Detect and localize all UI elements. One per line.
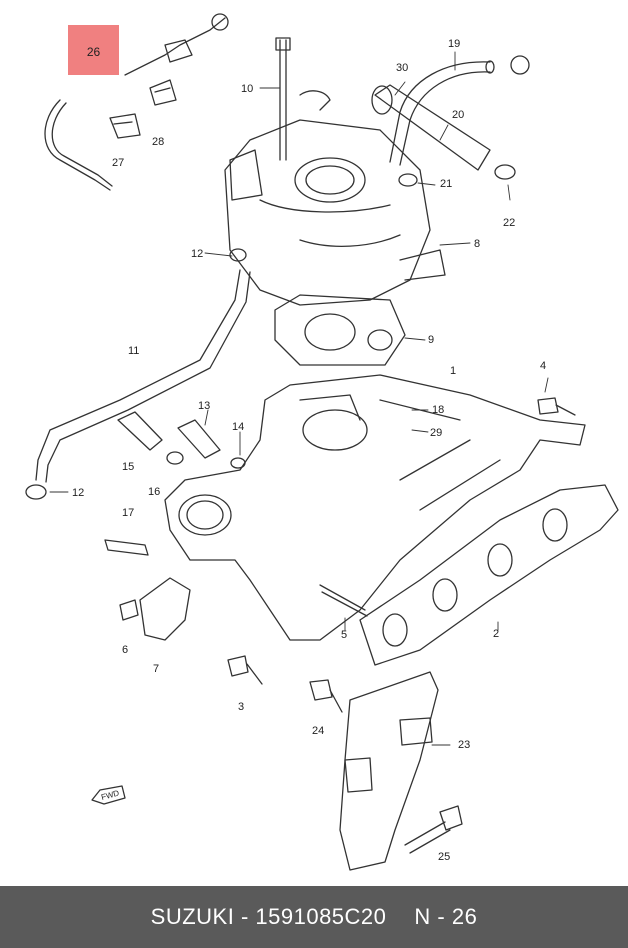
callout-6: 6 (122, 644, 128, 656)
callout-28: 28 (152, 136, 164, 148)
sensor-part-17 (104, 539, 149, 556)
bolt-part-3 (227, 655, 263, 685)
callout-15: 15 (122, 461, 134, 473)
cable-part-26 (44, 13, 229, 191)
callout-24: 24 (312, 725, 324, 737)
bolt-part-6 (119, 599, 139, 621)
stud-part-5 (319, 584, 368, 617)
callout-11: 11 (128, 345, 139, 357)
footer-bar: SUZUKI - 1591085C20 N - 26 (0, 886, 628, 948)
hose-part-11 (35, 269, 241, 481)
bolt-part-25 (404, 805, 463, 854)
carburetor-assembly (224, 90, 446, 306)
clip-part-22 (494, 164, 516, 180)
callout-16: 16 (148, 486, 160, 498)
callout-14: 14 (232, 421, 244, 433)
callout-4: 4 (540, 360, 546, 372)
callout-19: 19 (448, 38, 460, 50)
sensor-part-15 (117, 411, 163, 451)
callout-8: 8 (474, 238, 480, 250)
callout-17: 17 (122, 507, 134, 519)
callout-2: 2 (493, 628, 499, 640)
callout-10: 10 (241, 83, 253, 95)
highlight-label: 26 (86, 45, 101, 59)
washer-part-14 (230, 457, 246, 469)
hose-part-19-20-30 (371, 60, 495, 171)
callout-21: 21 (440, 178, 452, 190)
callout-27: 27 (112, 157, 124, 169)
intake-manifold-part-1 (164, 374, 586, 641)
bracket-part-28 (149, 79, 177, 106)
highlight-box (68, 25, 119, 75)
callout-20: 20 (452, 109, 464, 121)
callout-5: 5 (341, 629, 347, 641)
bolt-part-4 (537, 397, 576, 416)
callout-22: 22 (503, 217, 515, 229)
reference-text: N - 26 (414, 904, 478, 929)
callout-23: 23 (458, 739, 470, 751)
callout-1: 1 (450, 365, 456, 377)
callout-7: 7 (153, 663, 159, 675)
clip-part-21 (510, 55, 530, 75)
callout-13: 13 (198, 400, 210, 412)
clip-part-21b (398, 173, 418, 187)
rod-part-10 (275, 37, 291, 161)
gasket-part-9 (274, 294, 406, 366)
callout-9: 9 (428, 334, 434, 346)
bolt-part-24 (309, 679, 343, 713)
washer-part-16 (166, 451, 184, 465)
part-number-text: SUZUKI - 1591085C20 (150, 904, 387, 929)
callout-25: 25 (438, 851, 450, 863)
fwd-arrow-icon (91, 785, 126, 805)
callout-3: 3 (238, 701, 244, 713)
gasket-part-2 (359, 484, 619, 666)
parts-diagram: 27 28 10 19 30 21 20 22 8 12 9 11 1 4 13… (25, 13, 619, 871)
hose-part-11-inner (45, 271, 251, 483)
callout-12: 12 (191, 248, 203, 260)
sensor-part-13 (177, 419, 221, 459)
gasket-part-7 (139, 577, 191, 641)
callout-30: 30 (396, 62, 408, 74)
callout-labels: 27 28 10 19 30 21 20 22 8 12 9 11 1 4 13… (72, 38, 546, 863)
callout-18: 18 (432, 404, 444, 416)
callout-29: 29 (430, 427, 442, 439)
callout-12b: 12 (72, 487, 84, 499)
bracket-part-23 (339, 671, 439, 871)
bracket-part-27 (109, 113, 141, 139)
